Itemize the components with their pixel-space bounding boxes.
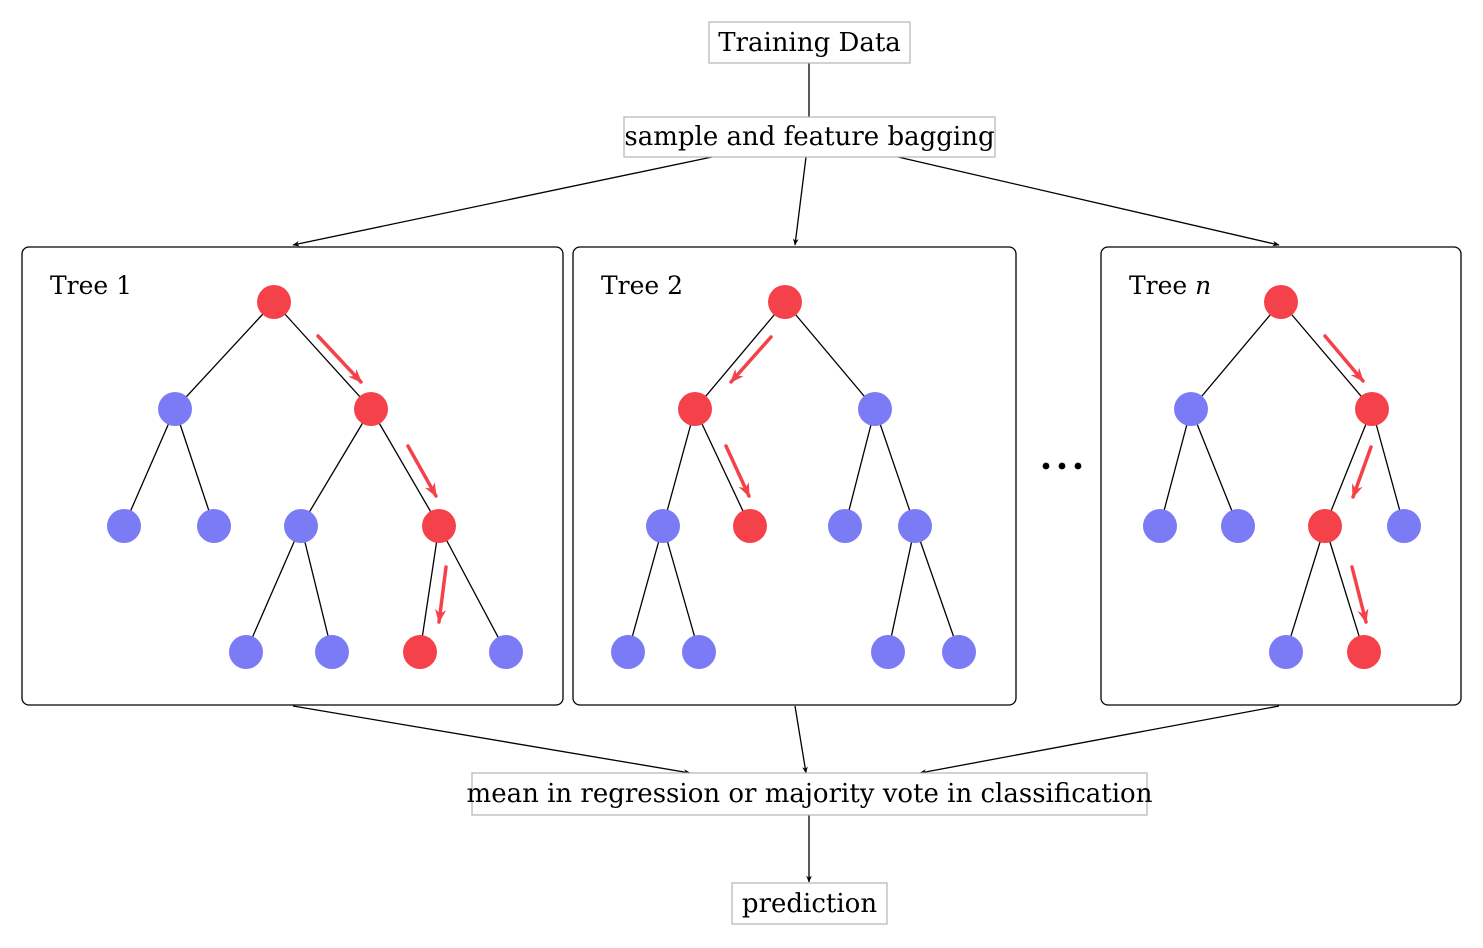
bagging-label: sample and feature bagging: [624, 122, 994, 152]
node: [229, 635, 263, 669]
tree-nodes: [1143, 285, 1421, 669]
node: [1143, 509, 1177, 543]
path-arrow: [729, 335, 773, 384]
tree-edges: [1159, 301, 1405, 653]
tree-nodes: [107, 285, 523, 669]
training-data-label: Training Data: [718, 28, 901, 58]
path-arrow: [1323, 334, 1365, 383]
node: [871, 635, 905, 669]
node-on-path: [1264, 285, 1298, 319]
node: [646, 509, 680, 543]
path-arrow: [435, 565, 448, 624]
prediction-box: prediction: [731, 882, 888, 925]
prediction-label: prediction: [742, 889, 877, 919]
node: [1174, 392, 1208, 426]
leaf-on-path: [733, 509, 767, 543]
tree-panel-2: Tree 2: [572, 246, 1017, 706]
node: [1269, 635, 1303, 669]
node: [942, 635, 976, 669]
bagging-box: sample and feature bagging: [623, 116, 996, 158]
connector-bagging-to-tree-n: [897, 156, 1280, 247]
node: [1387, 509, 1421, 543]
path-arrow: [724, 444, 751, 498]
tree-panel-1: Tree 1: [21, 246, 564, 706]
node: [682, 635, 716, 669]
connector-bagging-to-tree-2: [793, 156, 807, 246]
connector-tree-2-to-aggregate: [794, 705, 808, 774]
tree-panel-n: Tree n: [1100, 246, 1462, 706]
node: [489, 635, 523, 669]
tree-nodes: [611, 285, 976, 669]
path-arrow: [406, 444, 438, 498]
node: [1221, 509, 1255, 543]
connector-tree-1-to-aggregate: [292, 705, 691, 775]
node-on-path: [354, 392, 388, 426]
node-on-path: [1355, 392, 1389, 426]
node: [284, 509, 318, 543]
node-on-path: [678, 392, 712, 426]
aggregate-label: mean in regression or majority vote in c…: [467, 779, 1153, 809]
node-on-path: [1308, 509, 1342, 543]
node: [158, 392, 192, 426]
decision-path-arrows: [316, 334, 448, 624]
path-arrow: [1350, 565, 1369, 624]
path-arrow: [316, 334, 363, 384]
tree-edges: [123, 301, 507, 653]
connector-bagging-to-tree-1: [292, 156, 713, 247]
aggregate-box: mean in regression or majority vote in c…: [467, 772, 1153, 816]
leaf-on-path: [1347, 635, 1381, 669]
node: [611, 635, 645, 669]
node-on-path: [422, 509, 456, 543]
node: [107, 509, 141, 543]
tree-title: Tree n: [1129, 271, 1211, 300]
decision-path-arrows: [1323, 334, 1373, 624]
training-data-box: Training Data: [708, 21, 911, 64]
node: [197, 509, 231, 543]
connector-tree-n-to-aggregate: [919, 705, 1280, 775]
leaf-on-path: [403, 635, 437, 669]
node-on-path: [768, 285, 802, 319]
path-arrow: [1351, 445, 1373, 499]
node: [858, 392, 892, 426]
node: [828, 509, 862, 543]
node: [898, 509, 932, 543]
node: [315, 635, 349, 669]
tree-title: Tree 2: [601, 271, 683, 300]
flow-connectors: [292, 63, 1280, 883]
node-on-path: [257, 285, 291, 319]
ellipsis-dots: [1042, 462, 1082, 470]
tree-edges: [627, 301, 960, 653]
decision-path-arrows: [724, 335, 773, 498]
tree-title: Tree 1: [50, 271, 132, 300]
